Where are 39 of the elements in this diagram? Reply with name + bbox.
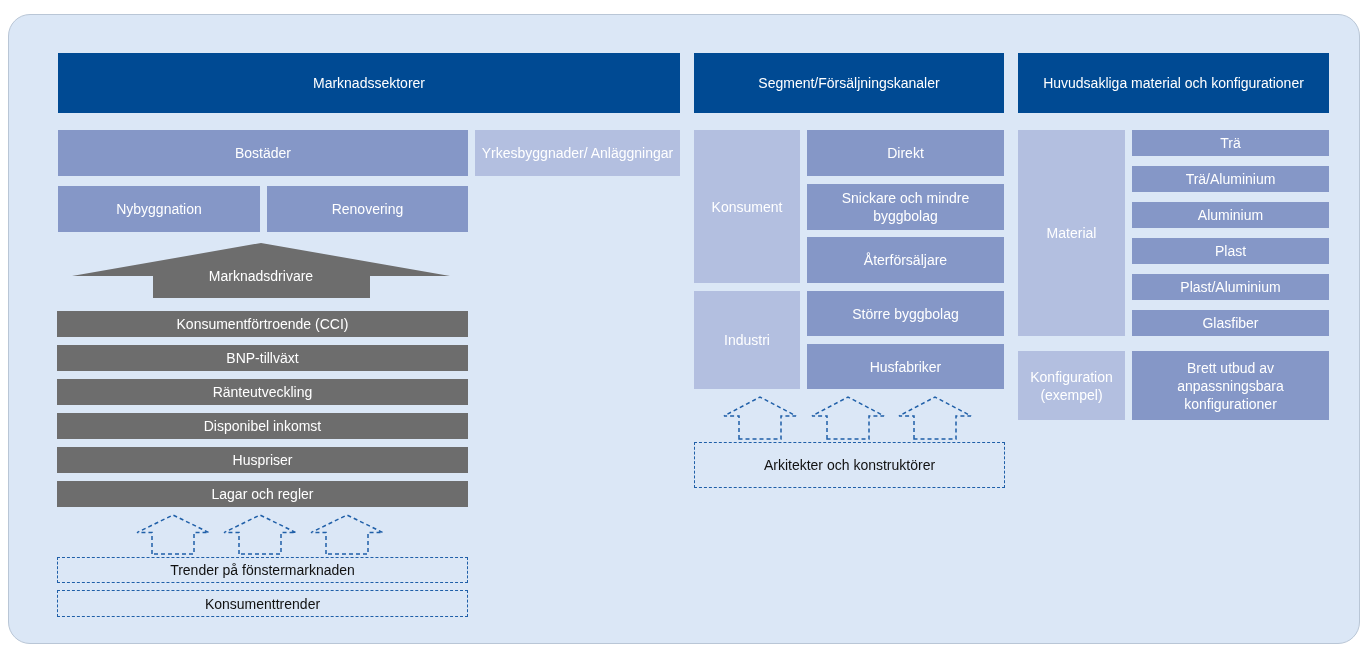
material-box: Trä [1132, 130, 1329, 156]
sector-box: Bostäder [58, 130, 468, 176]
driver-bar: Huspriser [57, 447, 468, 473]
driver-bar: Ränteutveckling [57, 379, 468, 405]
arrow-label: Marknadsdrivare [208, 266, 314, 285]
sector-box: Nybyggnation [58, 186, 260, 232]
segment-box: Konsument [694, 130, 800, 283]
material-box: Glasfiber [1132, 310, 1329, 336]
material-box: Plast [1132, 238, 1329, 264]
dashed-arrow [223, 514, 297, 555]
material-box: Trä/Aluminium [1132, 166, 1329, 192]
dashed-arrow [136, 514, 210, 555]
sector-box: Yrkesbyggnader/ Anläggningar [475, 130, 680, 176]
channel-box: Återförsäljare [807, 237, 1004, 283]
category-box: Konfiguration (exempel) [1018, 351, 1125, 420]
configuration-box: Brett utbud av anpassningsbara konfigurationer [1132, 351, 1329, 420]
section-header: Marknadssektorer [58, 53, 680, 113]
dashed-arrow [811, 396, 885, 440]
channel-box: Större byggbolag [807, 291, 1004, 336]
section-header: Huvudsakliga material och konfigurationer [1018, 53, 1329, 113]
channel-box: Snickare och mindre byggbolag [807, 184, 1004, 230]
driver-bar: Disponibel inkomst [57, 413, 468, 439]
dashed-arrow [310, 514, 384, 555]
channel-box: Direkt [807, 130, 1004, 176]
material-box: Plast/Aluminium [1132, 274, 1329, 300]
driver-bar: BNP-tillväxt [57, 345, 468, 371]
material-box: Aluminium [1132, 202, 1329, 228]
influencer-box: Arkitekter och konstruktörer [694, 442, 1005, 488]
category-box: Material [1018, 130, 1125, 336]
sector-box: Renovering [267, 186, 468, 232]
segment-box: Industri [694, 291, 800, 389]
driver-bar: Konsumentförtroende (CCI) [57, 311, 468, 337]
trend-box: Trender på fönstermarknaden [57, 557, 468, 583]
trend-box: Konsumenttrender [57, 590, 468, 617]
section-header: Segment/Försäljningskanaler [694, 53, 1004, 113]
driver-bar: Lagar och regler [57, 481, 468, 507]
dashed-arrow [898, 396, 972, 440]
channel-box: Husfabriker [807, 344, 1004, 389]
dashed-arrow [723, 396, 797, 440]
